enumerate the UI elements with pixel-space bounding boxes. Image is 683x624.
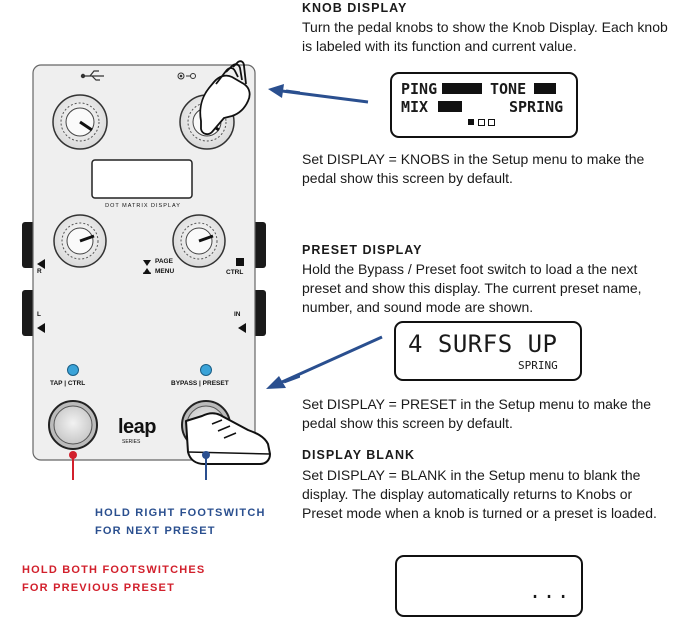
power-icon [177,72,196,80]
knob-top-left[interactable] [52,94,108,150]
lcd-blank-dots: ... [529,579,572,603]
knob-display-heading: KNOB DISPLAY [302,1,408,15]
lcd-page-indicator [468,119,504,127]
label-r: R [37,268,42,275]
l-arrow-icon [37,323,45,333]
label-menu: MENU [155,268,175,275]
label-l: L [37,311,41,318]
preset-display-heading: PRESET DISPLAY [302,243,423,257]
tap-led [67,364,79,376]
blank-display-lcd: ... [395,555,583,617]
footswitch-callout-lines [72,455,207,480]
lcd-ping: PING [401,80,438,98]
knob-setup-text: Set DISPLAY = KNOBS in the Setup menu to… [302,151,645,186]
bypass-led [200,364,212,376]
in-arrow-icon [238,323,246,333]
display-blank-text: Set DISPLAY = BLANK in the Setup menu to… [302,467,657,521]
display-blank-heading: DISPLAY BLANK [302,448,416,462]
brand-series: SERIES [122,439,141,445]
page-menu-arrows-icon [143,260,151,274]
lcd-tone-bar [534,83,556,94]
pedal-illustration [22,60,300,480]
callout-arrows [266,84,383,389]
label-page: PAGE [155,258,173,265]
label-ctrl: CTRL [226,269,244,276]
lcd-tone: TONE [490,80,527,98]
preset-display-lcd: 4 SURFS UP SPRING [394,321,582,381]
left-footswitch[interactable] [48,400,98,450]
r-arrow-icon [37,259,45,269]
lcd-spring: SPRING [509,98,564,116]
knob-display-lcd: PING TONE MIX SPRING [390,72,578,138]
pedal-enclosure [32,64,256,461]
brand-logo: leap [118,416,157,438]
red-dot [69,451,77,459]
pointing-hand-icon [199,60,251,136]
blue-dot [202,451,210,459]
display-label: DOT MATRIX DISPLAY [105,203,181,209]
usb-icon [80,70,104,81]
knob-bottom-right[interactable] [172,214,226,268]
hold-right-line1: HOLD RIGHT FOOTSWITCH [95,507,266,519]
knob-bottom-left[interactable] [53,214,107,268]
pedal-display [91,159,193,199]
lcd-ping-bar [442,83,482,94]
label-bypass-preset: BYPASS | PRESET [171,380,229,387]
preset-setup-text: Set DISPLAY = PRESET in the Setup menu t… [302,396,652,431]
hold-both-line2: FOR PREVIOUS PRESET [22,582,175,594]
lcd-mix-bar [438,101,462,112]
label-in: IN [234,311,241,318]
lcd-mix: MIX [401,98,429,116]
lcd-preset-mode: SPRING [518,359,558,372]
label-tap-ctrl: TAP | CTRL [50,380,86,387]
knob-display-text: Turn the pedal knobs to show the Knob Di… [302,19,668,54]
hold-both-line1: HOLD BOTH FOOTSWITCHES [22,564,206,576]
lcd-preset-name: 4 SURFS UP [408,330,558,358]
ctrl-square-icon [236,258,244,266]
preset-display-text: Hold the Bypass / Preset foot switch to … [302,261,642,315]
hold-right-line2: FOR NEXT PRESET [95,525,216,537]
